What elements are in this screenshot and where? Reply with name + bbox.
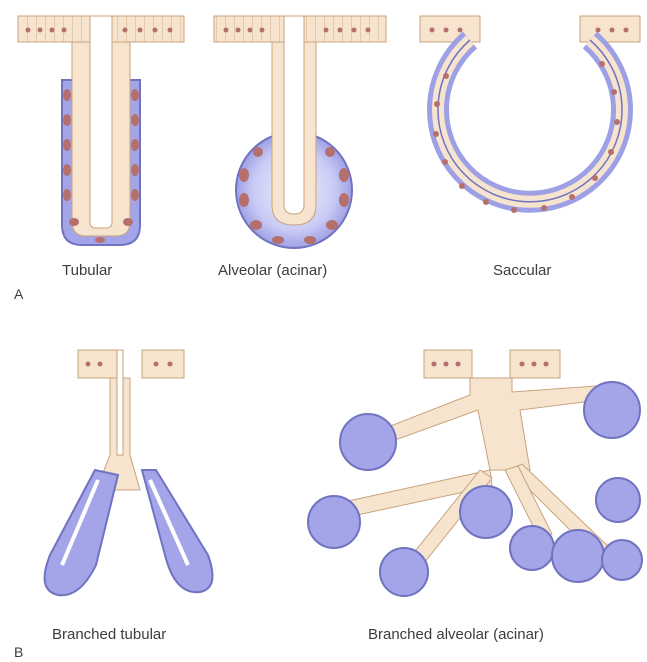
label-branched-tubular: Branched tubular <box>52 626 166 643</box>
tubular-gland <box>18 16 184 245</box>
alveolar-gland <box>214 16 386 248</box>
panel-b-letter: B <box>14 644 23 660</box>
label-saccular: Saccular <box>493 262 551 279</box>
label-branched-alveolar: Branched alveolar (acinar) <box>368 626 544 643</box>
panel-a-letter: A <box>14 286 23 302</box>
saccular-gland <box>420 16 640 213</box>
branched-tubular-gland <box>45 350 213 595</box>
branched-alveolar-gland <box>308 350 642 596</box>
label-alveolar: Alveolar (acinar) <box>218 262 327 279</box>
label-tubular: Tubular <box>62 262 112 279</box>
